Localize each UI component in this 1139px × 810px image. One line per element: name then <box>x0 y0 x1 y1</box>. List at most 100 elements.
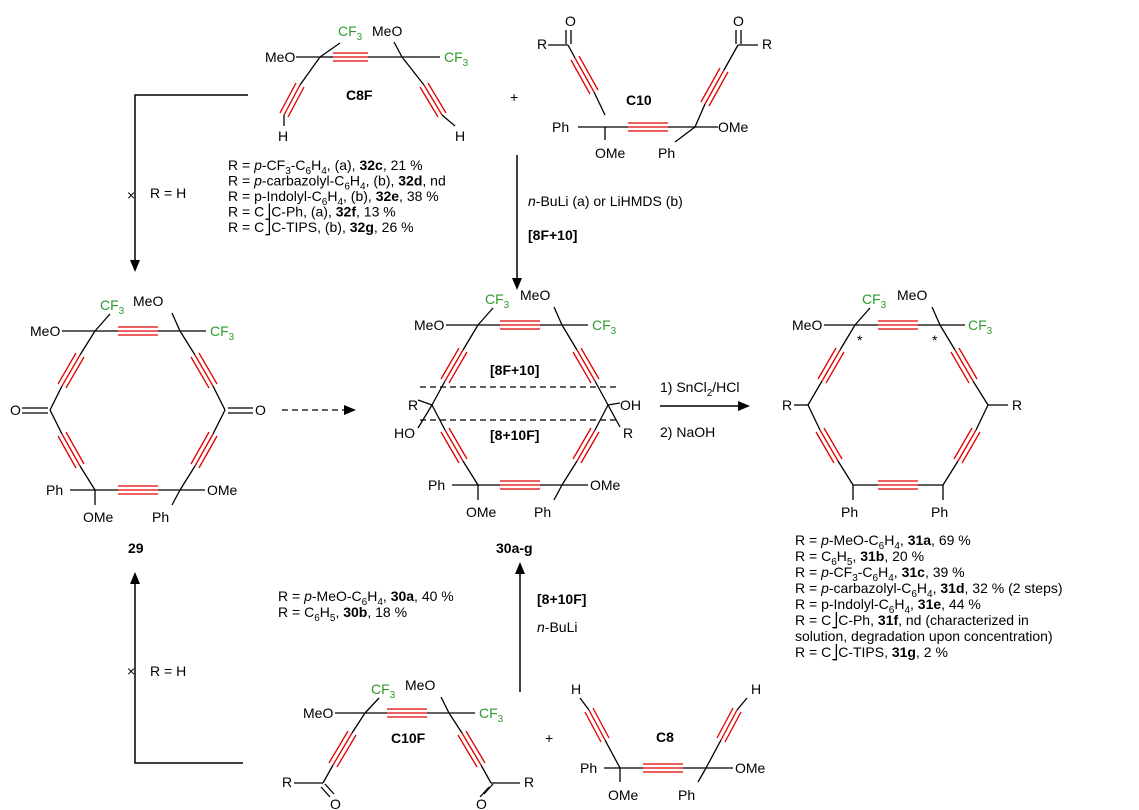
compound-label-c10f: C10F <box>391 730 426 746</box>
yield-entry-part: , 32 % (2 steps) <box>965 580 1063 596</box>
yield-entry-part: R = <box>795 532 821 548</box>
yield-entry-part: 31b <box>860 548 884 564</box>
yield-entry-part: , 20 % <box>884 548 924 564</box>
yield-entry: R = p-CF3-C6H4, 31c, 39 % <box>795 564 965 584</box>
o-label: O <box>255 402 266 418</box>
yield-entry-part: , <box>383 588 391 604</box>
yield-entry: R = p-MeO-C6H4, 30a, 40 % <box>278 588 454 608</box>
yield-entry: R = C6H5, 30b, 18 % <box>278 604 407 624</box>
yield-entry-part: -C <box>291 157 306 173</box>
yield-entry-part: , 40 % <box>414 588 454 604</box>
ph-label: Ph <box>841 504 858 520</box>
molecule-30a-g: CF3 MeO MeO CF3 R HO OH R [8F+10] [8+10 <box>394 287 641 556</box>
yield-entry: R = p-Indolyl-C6H4, (b), 32e, 38 % <box>228 188 439 208</box>
yield-entry-part: 30a <box>391 588 415 604</box>
ph-label: Ph <box>580 760 597 776</box>
yield-entry-part: R = C <box>228 219 264 235</box>
yield-entry-part: H <box>837 548 847 564</box>
yield-list-31: R = p-MeO-C6H4, 31a, 69 %R = C6H5, 31b, … <box>795 532 1063 661</box>
reagent-step2: 2) NaOH <box>660 424 715 440</box>
ph-label: Ph <box>428 477 445 493</box>
yield-entry: R = C⎦C-TIPS, (b), 32g, 26 % <box>228 218 414 236</box>
yield-entry-part: , <box>894 564 902 580</box>
meo-label: MeO <box>372 23 402 39</box>
yield-entry-part: 3 <box>852 573 858 584</box>
meo-label: MeO <box>405 677 435 693</box>
ome-label: OMe <box>466 504 497 520</box>
yield-entry-part: R = p-Indolyl-C <box>228 188 322 204</box>
yield-entry-part: 4 <box>927 589 933 600</box>
yield-entry-part: H <box>917 580 927 596</box>
molecule-c8: H Ph OMe OMe Ph H C8 <box>571 681 766 803</box>
yield-entry-part: -C <box>858 564 873 580</box>
cf3-label: CF3 <box>371 681 396 701</box>
yield-entry-part: 6 <box>831 557 837 568</box>
yield-entry-part: 6 <box>306 166 312 177</box>
ph-label: Ph <box>678 787 695 803</box>
yield-entry-part: solution, degradation upon concentration… <box>795 628 1053 644</box>
r-label: R <box>782 397 792 413</box>
yield-entry-part: 32d <box>398 173 422 189</box>
ome-label: OMe <box>83 509 114 525</box>
cf3-label: CF3 <box>479 705 504 725</box>
triple-bond-glyph: ⎦ <box>264 203 271 221</box>
yield-entry-part: -CF <box>262 157 285 173</box>
yield-entry-part: 30b <box>343 604 367 620</box>
yield-entry-part: H <box>327 188 337 204</box>
ph-label: Ph <box>552 119 569 135</box>
yield-entry-part: H <box>894 596 904 612</box>
arrow-dashed-29-to-30 <box>282 405 356 415</box>
condition-r-eq-h: R = H <box>150 663 186 679</box>
yield-entry-part: H <box>350 173 360 189</box>
yield-entry-part: H <box>367 588 377 604</box>
yield-entry: R = C6H5, 31b, 20 % <box>795 548 924 568</box>
arrow-top-down: n-BuLi (a) or LiHMDS (b) [8F+10] <box>512 155 683 290</box>
cf3-label: CF3 <box>968 317 993 337</box>
yield-entry-part: 6 <box>889 605 895 616</box>
yield-entry-part: C-TIPS, <box>838 644 892 660</box>
yield-entry-part: 31c <box>902 564 926 580</box>
ph-label: Ph <box>931 504 948 520</box>
yield-entry: R = C⎦C-Ph, 31f, nd (characterized in <box>795 611 1029 629</box>
yield-entry-part: , <box>900 532 908 548</box>
ome-label: OMe <box>590 477 621 493</box>
arrow-30-to-31: 1) SnCl2/HCl 2) NaOH <box>660 379 750 440</box>
yield-entry-part: 4 <box>360 182 366 193</box>
yield-entry-part: -MeO-C <box>829 532 879 548</box>
arrow-left-bottom-crossed: × R = H <box>127 572 243 764</box>
r-label: R <box>537 36 547 52</box>
plus-sign: + <box>510 89 518 105</box>
yield-entry-part: -carbazolyl-C <box>829 580 911 596</box>
stereo-star: * <box>932 332 938 348</box>
yield-entry-part: 6 <box>344 182 350 193</box>
yield-entry-part: p <box>253 157 262 173</box>
yield-entry-part: 5 <box>847 557 853 568</box>
h-label: H <box>571 681 581 697</box>
yield-entry-part: 32e <box>376 188 400 204</box>
yield-entry-part: R = <box>278 588 304 604</box>
yield-entry-part: , 26 % <box>374 219 414 235</box>
o-label: O <box>733 13 744 29</box>
yield-entry-part: , nd <box>422 173 445 189</box>
oh-label: OH <box>620 397 641 413</box>
molecule-c8f: MeO CF3 MeO CF3 H H C8F <box>265 23 469 144</box>
yield-entry-part: 5 <box>330 613 336 624</box>
yield-entry-part: -MeO-C <box>312 588 362 604</box>
yield-entry-part: , 2 % <box>916 644 948 660</box>
yield-entry-part: 4 <box>337 197 343 208</box>
yield-entry-part: , 18 % <box>367 604 407 620</box>
meo-label: MeO <box>303 705 333 721</box>
ph-label: Ph <box>534 504 551 520</box>
yield-entry: R = p-CF3-C6H4, (a), 32c, 21 % <box>228 157 423 177</box>
arrow-left-top-crossed: × R = H <box>127 94 248 272</box>
ome-label: OMe <box>207 482 238 498</box>
yield-entry-part: H <box>311 157 321 173</box>
yield-entry-part: -carbazolyl-C <box>262 173 344 189</box>
yield-entry-part: R = C <box>228 204 264 220</box>
yield-entry-part: 31f <box>878 612 899 628</box>
yield-entry-part: H <box>878 564 888 580</box>
meo-label: MeO <box>520 287 550 303</box>
meo-label: MeO <box>414 317 444 333</box>
cross-mark: × <box>127 187 135 203</box>
yield-list-32: R = p-CF3-C6H4, (a), 32c, 21 %R = p-carb… <box>228 157 446 236</box>
